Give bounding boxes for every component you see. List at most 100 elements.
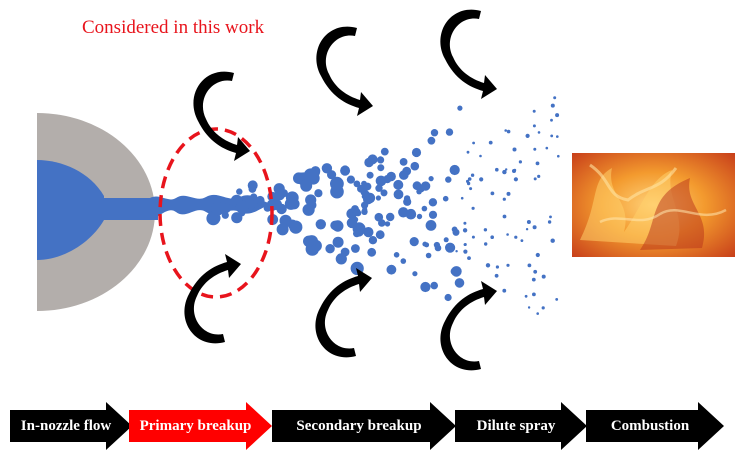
droplet (357, 184, 365, 193)
droplet (380, 189, 388, 197)
droplet (346, 175, 355, 184)
droplet (466, 179, 470, 183)
stage-arrow-secondary-breakup (272, 402, 456, 450)
swirl-arrows (184, 9, 497, 371)
droplet (421, 205, 428, 212)
nozzle (37, 113, 272, 311)
droplet (537, 174, 541, 178)
droplet (393, 252, 400, 258)
droplet (411, 147, 422, 158)
droplet (506, 263, 510, 267)
droplet (533, 177, 537, 181)
droplet (471, 206, 475, 210)
droplet (353, 229, 361, 238)
droplet (386, 264, 397, 275)
droplet (555, 113, 560, 118)
droplet (393, 189, 404, 200)
droplet (535, 161, 540, 166)
droplet (368, 236, 378, 245)
droplet (469, 187, 473, 191)
droplet (545, 146, 549, 150)
droplet (375, 195, 381, 201)
droplet (532, 225, 537, 230)
droplet (384, 221, 391, 227)
stage-label-combustion: Combustion (610, 417, 690, 434)
droplet (518, 160, 523, 164)
curved-swirl-arrow-icon (315, 268, 372, 358)
droplet (483, 228, 488, 232)
droplet (541, 274, 546, 279)
droplet (433, 241, 440, 249)
droplet (296, 172, 306, 181)
droplet (330, 220, 340, 231)
droplet (505, 168, 508, 171)
droplet (393, 179, 404, 190)
droplet (451, 226, 458, 233)
droplet (412, 271, 418, 277)
droplet (236, 188, 243, 195)
droplet (526, 220, 531, 224)
droplet (386, 212, 395, 222)
droplet (361, 201, 369, 209)
droplet (502, 169, 507, 175)
droplet (398, 207, 409, 218)
droplet (351, 205, 359, 213)
highlight-ellipse (158, 127, 274, 299)
droplet (479, 177, 484, 182)
droplet (375, 230, 385, 240)
droplet (525, 133, 530, 138)
droplet (484, 242, 488, 246)
droplet (364, 190, 370, 197)
droplet (488, 140, 493, 145)
liquid-jet (100, 198, 158, 220)
droplet (502, 197, 506, 201)
droplet (366, 171, 374, 179)
droplet (533, 269, 538, 274)
droplet (467, 256, 471, 260)
droplet (367, 247, 377, 257)
droplet (531, 277, 536, 282)
droplet (352, 216, 359, 223)
droplet (553, 96, 557, 100)
droplet (351, 244, 360, 253)
droplet (506, 191, 511, 196)
droplet (536, 312, 539, 315)
droplet (428, 176, 434, 182)
droplet (314, 189, 323, 198)
droplet (451, 266, 462, 277)
nozzle-liquid-core (37, 160, 104, 260)
curved-swirl-arrow-icon (184, 253, 241, 344)
droplet (541, 306, 545, 310)
droplet (550, 134, 554, 138)
droplet (276, 223, 289, 236)
droplet (550, 118, 553, 122)
droplet (325, 244, 335, 254)
process-arrows (10, 402, 724, 450)
droplet (380, 147, 389, 156)
droplet (330, 184, 344, 199)
spray-droplets (206, 96, 560, 315)
stage-arrow-in-nozzle-flow (10, 402, 132, 450)
droplet (513, 177, 519, 182)
stage-label-primary-breakup: Primary breakup (139, 417, 252, 434)
droplet (403, 197, 412, 206)
droplet (248, 185, 257, 193)
droplet (410, 161, 420, 171)
droplet (300, 179, 313, 192)
droplet (555, 298, 559, 301)
droplet (460, 196, 464, 200)
droplet (463, 243, 467, 246)
droplet (445, 242, 456, 253)
droplet (442, 195, 449, 202)
droplet (255, 195, 265, 205)
droplet (467, 177, 472, 181)
droplet (399, 158, 408, 166)
droplet (399, 170, 409, 180)
droplet (375, 184, 383, 192)
droplet (525, 228, 529, 231)
droplet (444, 293, 452, 302)
droplet (453, 169, 458, 174)
droplet (495, 265, 499, 269)
droplet (502, 214, 507, 219)
droplet (274, 189, 285, 201)
